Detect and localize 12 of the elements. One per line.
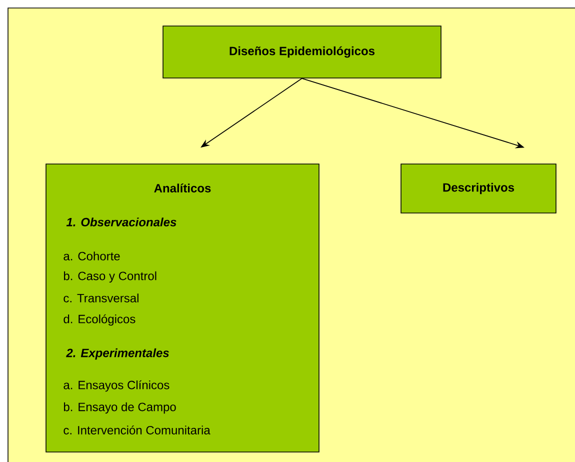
list-item: b. Ensayo de Campo	[64, 402, 176, 414]
box-heading: Analíticos	[154, 184, 211, 192]
list-item: c. Intervención Comunitaria	[64, 426, 210, 434]
list-item: a. Cohorte	[64, 252, 120, 260]
list-item: b. Caso y Control	[64, 271, 156, 283]
section-heading: 2. Experimentales	[66, 348, 169, 360]
section-heading: 1. Observacionales	[66, 218, 176, 226]
list-item: a. Ensayos Clínicos	[64, 380, 170, 392]
list-item: d. Ecológicos	[64, 314, 136, 326]
list-item: c. Transversal	[64, 294, 138, 302]
category-box: Diseños Epidemiológicos	[162, 26, 442, 78]
category-box: Descriptivos	[400, 164, 556, 214]
